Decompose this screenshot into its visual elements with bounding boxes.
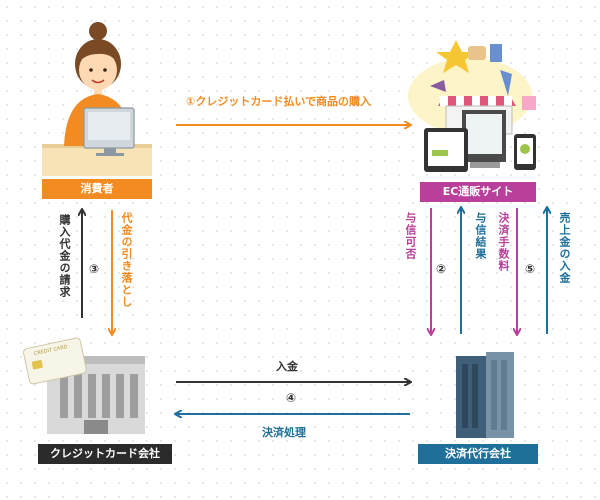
step4-marker: ④: [286, 391, 297, 405]
debit-label: 代金の引き落とし: [120, 212, 133, 308]
card-company-illustration: CREDIT CARD: [23, 337, 145, 434]
consumer-illustration: [42, 22, 152, 176]
purchase-charge-label: 購入代金の請求: [58, 214, 71, 298]
sales-deposit-label: 売上金の入金: [558, 212, 571, 284]
step2-marker: ②: [436, 262, 447, 276]
purchase-label: ①クレジットカード払いで商品の購入: [186, 95, 371, 108]
deposit-label: 入金: [276, 360, 298, 373]
payment-agency-illustration: [456, 352, 514, 438]
step5-marker: ⑤: [525, 262, 536, 276]
consumer-badge: 消費者: [42, 179, 152, 199]
ec-site-badge: EC通販サイト: [420, 182, 536, 202]
credit-result-label: 与信結果: [474, 212, 487, 260]
credit-check-label: 与信可否: [404, 212, 417, 260]
settlement-label: 決済処理: [262, 426, 306, 439]
step3-marker: ③: [89, 262, 100, 276]
fee-label: 決済手数料: [497, 212, 510, 272]
card-company-badge: クレジットカード会社: [38, 444, 172, 464]
ec-site-illustration: [408, 40, 536, 172]
payment-agency-badge: 決済代行会社: [418, 444, 538, 464]
